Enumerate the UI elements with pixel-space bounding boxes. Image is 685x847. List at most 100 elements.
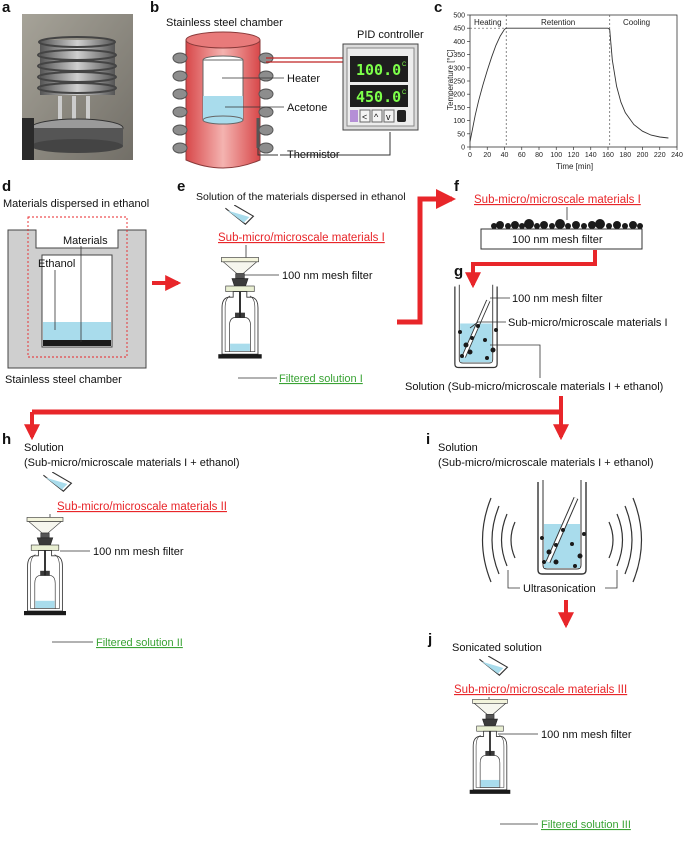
filter-label-f: 100 nm mesh filter: [512, 234, 603, 246]
materials-iii-label: Sub-micro/microscale materials III: [454, 684, 627, 696]
display-bottom-value: 450.0: [356, 88, 401, 106]
phase-heating: Heating: [474, 18, 502, 27]
y-axis-label: Temperature [°C]: [446, 49, 455, 110]
down-key-icon: [383, 109, 395, 123]
filtered-solution-iii-label: Filtered solution III: [541, 819, 631, 831]
panel-label-h: h: [2, 431, 11, 448]
y-tick-label: 50: [457, 131, 465, 138]
display-bottom: [350, 85, 408, 107]
heater-label: Heater: [287, 73, 320, 85]
solution-detail-h: (Sub-micro/microscale materials I + etha…: [24, 457, 240, 469]
steel-chamber-label: Stainless steel chamber: [5, 374, 122, 386]
panel-g: g 100 nm mesh filter Sub-micro/microscal…: [405, 263, 668, 393]
panel-label-g: g: [454, 263, 463, 280]
svg-text:v: v: [386, 112, 391, 122]
panel-label-c: c: [434, 0, 442, 16]
pour-tube-icon-j: [478, 656, 508, 676]
x-tick-label: 0: [468, 152, 472, 159]
x-tick-label: 20: [483, 152, 491, 159]
dispersion-solution-label: Solution of the materials dispersed in e…: [196, 191, 406, 203]
x-tick-label: 60: [518, 152, 526, 159]
svg-text:<: <: [362, 112, 367, 122]
sonicated-solution-label: Sonicated solution: [452, 642, 542, 654]
panel-f: f Sub-micro/microscale materials I 100 n…: [454, 178, 643, 250]
panel-label-d: d: [2, 178, 11, 195]
filtered-solution-ii-label: Filtered solution II: [96, 637, 183, 649]
beaker-i: [538, 480, 586, 574]
panel-d: d Materials dispersed in ethanol Materia…: [2, 178, 149, 386]
panel-label-i: i: [426, 431, 430, 448]
filtered-solution-i-label: Filtered solution I: [279, 373, 363, 385]
y-tick-label: 200: [453, 92, 465, 99]
x-tick-label: 220: [654, 152, 666, 159]
pid-controller-title: PID controller: [357, 29, 424, 41]
up-key-icon: [371, 109, 383, 123]
panel-label-a: a: [2, 0, 11, 16]
suspended-particles-i: [540, 528, 586, 568]
chamber-title: Stainless steel chamber: [166, 17, 283, 29]
y-tick-label: 450: [453, 26, 465, 33]
solution-detail-i: (Sub-micro/microscale materials I + etha…: [438, 457, 654, 469]
panel-b: b Stainless steel chamber PID controller: [150, 0, 424, 169]
phase-cooling: Cooling: [623, 18, 650, 27]
filtration-setup-e: [216, 255, 264, 361]
phase-retention: Retention: [541, 18, 575, 27]
x-tick-label: 160: [602, 152, 614, 159]
y-tick-label: 400: [453, 39, 465, 46]
panel-label-j: j: [427, 631, 432, 648]
filter-label-h: 100 nm mesh filter: [93, 546, 184, 558]
ethanol-label: Ethanol: [38, 258, 75, 270]
dispersion-title: Materials dispersed in ethanol: [3, 198, 149, 210]
panel-h: h Solution (Sub-micro/microscale materia…: [2, 431, 240, 649]
left-key-icon: [359, 109, 371, 123]
materials-ii-label: Sub-micro/microscale materials II: [57, 501, 227, 513]
panel-j: j Sonicated solution Sub-micro/microscal…: [427, 631, 632, 831]
panel-a: a: [2, 0, 133, 160]
materials-i-label-g: Sub-micro/microscale materials I: [508, 317, 668, 329]
arrow-e-to-f: [397, 189, 456, 325]
pid-controller: 100.0 C 450.0 C < ^ v: [342, 43, 419, 131]
power-key-icon: [397, 110, 406, 122]
panel-i: i Solution (Sub-micro/microscale materia…: [426, 431, 654, 595]
x-tick-label: 120: [568, 152, 580, 159]
filter-label-g: 100 nm mesh filter: [512, 293, 603, 305]
filter-label-e: 100 nm mesh filter: [282, 270, 373, 282]
solution-label-i: Solution: [438, 442, 478, 454]
materials-i-label-f: Sub-micro/microscale materials I: [474, 194, 641, 206]
y-tick-label: 300: [453, 65, 465, 72]
solution-label-h: Solution: [24, 442, 64, 454]
ultrasonication-label: Ultrasonication: [523, 583, 596, 595]
pour-tube-icon: [224, 205, 254, 225]
x-tick-label: 200: [637, 152, 649, 159]
filtration-setup-j: [467, 697, 513, 796]
y-tick-label: 500: [453, 13, 465, 20]
temperature-line: [469, 27, 669, 142]
svg-text:^: ^: [374, 112, 379, 122]
x-tick-label: 140: [585, 152, 597, 159]
x-tick-label: 100: [550, 152, 562, 159]
acetone-label: Acetone: [287, 102, 327, 114]
heater-chamber: [172, 31, 274, 169]
y-tick-label: 350: [453, 52, 465, 59]
pour-tube-icon-h: [42, 472, 72, 492]
sound-waves-icon: [481, 497, 643, 583]
display-top-value: 100.0: [356, 61, 401, 79]
filtration-setup-h: [22, 515, 68, 617]
mode-key-icon: [350, 110, 358, 122]
y-tick-label: 250: [453, 79, 465, 86]
particles-layer: [491, 219, 643, 229]
x-axis-label: Time [min]: [556, 162, 593, 171]
panel-e: e Solution of the materials dispersed in…: [177, 178, 406, 385]
suspended-particles-g: [458, 324, 498, 360]
filter-label-j: 100 nm mesh filter: [541, 729, 632, 741]
x-tick-label: 240: [671, 152, 683, 159]
chamber-photo: [22, 14, 133, 160]
solution-label-g: Solution (Sub-micro/microscale materials…: [405, 381, 663, 393]
display-top-unit: C: [402, 62, 407, 68]
thermistor-label: Thermistor: [287, 149, 340, 161]
arrow-f-to-g: [465, 250, 597, 289]
dispersion-region: [27, 216, 128, 358]
panel-label-b: b: [150, 0, 159, 16]
